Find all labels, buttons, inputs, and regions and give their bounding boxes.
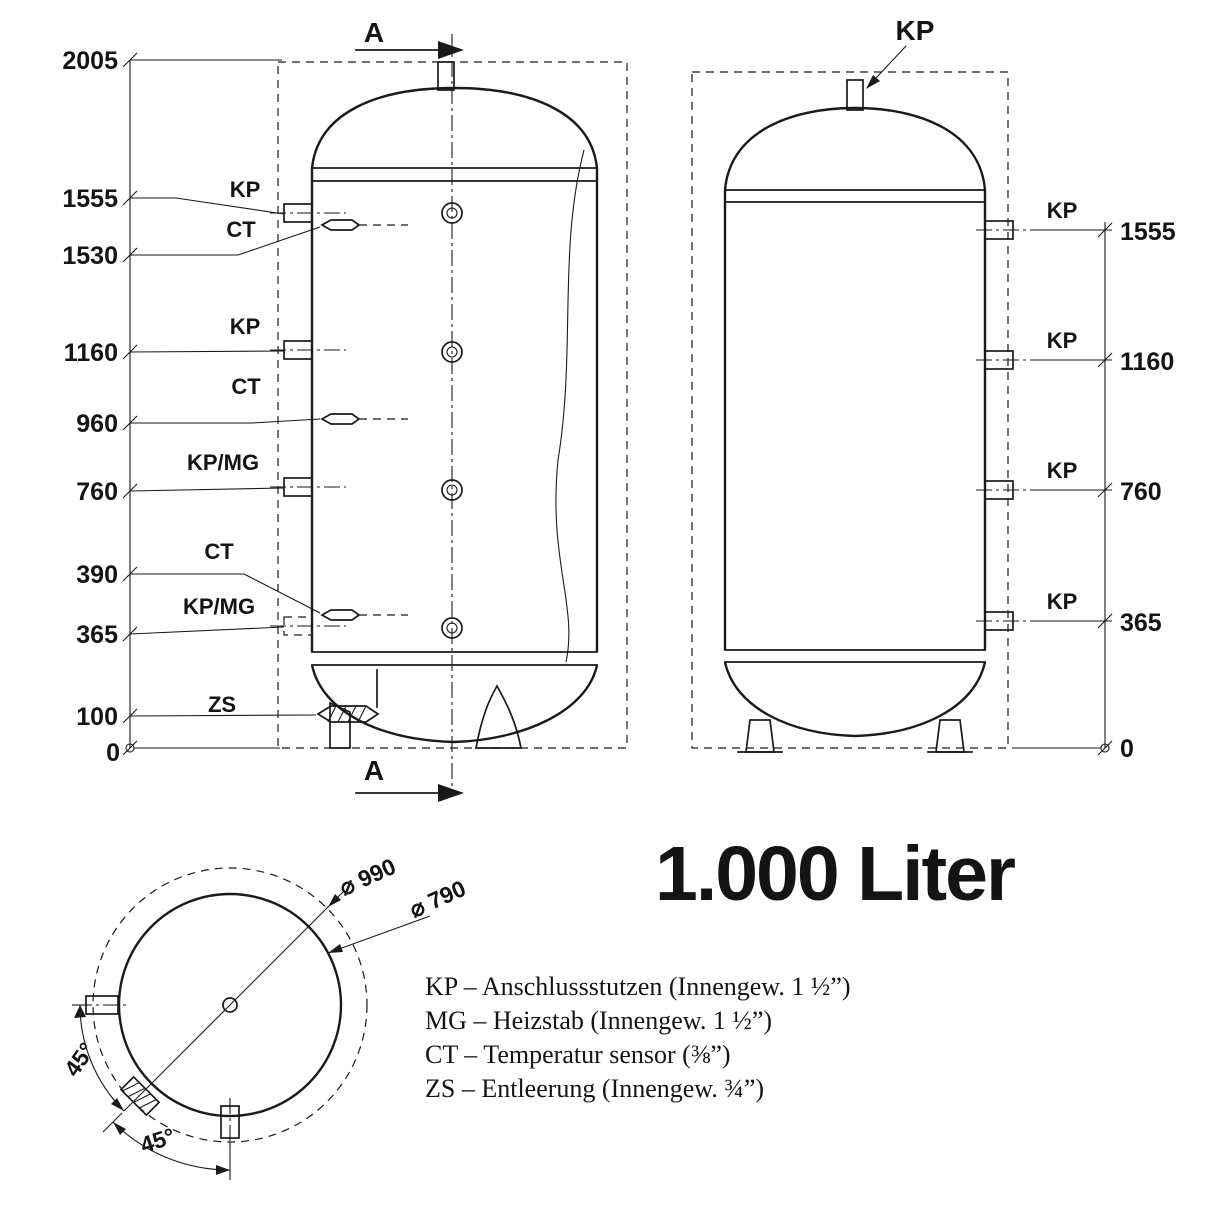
right-dimension-lines — [1012, 222, 1113, 756]
angle-arc-bottom — [112, 1121, 231, 1171]
angle-label-bottom: 45° — [137, 1123, 178, 1158]
arc-arrowhead-icon — [113, 1122, 126, 1135]
section-marker-top: A — [364, 17, 384, 48]
front-section-view: A A 2005 1555 1530 1160 960 760 390 365 … — [62, 17, 628, 802]
legend-line-mg: MG – Heizstab (Innengew. 1 ½”) — [425, 1006, 772, 1035]
diameter-leader-990 — [123, 891, 344, 1112]
port-label-kp-1160: KP — [230, 314, 261, 339]
dim-label-760: 760 — [76, 478, 118, 506]
port-label-kpmg-365: KP/MG — [183, 594, 255, 619]
rear-dim-365: 365 — [1120, 609, 1162, 637]
kp-top-leader — [875, 45, 907, 79]
rear-dim-0: 0 — [1120, 735, 1134, 763]
tank-connections — [270, 202, 463, 723]
dia-outer-label: ⌀ 990 — [335, 853, 399, 901]
tank-outline — [310, 61, 599, 749]
tank-outline-rear — [723, 79, 987, 753]
legend-line-zs: ZS – Entleerung (Innengew. ¾”) — [425, 1074, 764, 1103]
arc-arrowhead-icon — [216, 1165, 230, 1175]
side-stub-diagonal — [119, 1075, 161, 1117]
kp-rear-label-1160: KP — [1047, 328, 1078, 353]
dim-label-1160: 1160 — [64, 339, 118, 367]
kp-top-arrowhead-icon — [866, 75, 880, 89]
arrowhead-790-icon — [328, 944, 343, 953]
legend-line-ct: CT – Temperatur sensor (⅜”) — [425, 1040, 731, 1069]
dim-label-1530: 1530 — [62, 242, 118, 270]
dim-label-2005: 2005 — [62, 47, 118, 75]
ct-sensor-390 — [320, 609, 361, 621]
ct-sensor-960 — [320, 413, 361, 425]
port-label-kp-1555: KP — [230, 177, 261, 202]
diameter-leader-790 — [327, 915, 431, 954]
kp-rear-label-760: KP — [1047, 458, 1078, 483]
section-arrowhead-top-icon — [438, 41, 464, 59]
rear-view: KP KP KP KP KP 1555 1160 760 365 0 — [691, 15, 1176, 763]
rear-dim-760: 760 — [1120, 478, 1162, 506]
port-label-ct-960: CT — [231, 374, 261, 399]
dim-label-100: 100 — [76, 703, 118, 731]
top-view: ⌀ 990 ⌀ 790 45° 45° — [59, 853, 470, 1180]
capacity-title: 1.000 Liter — [655, 831, 1015, 917]
kpmg-port-365 — [283, 616, 313, 636]
port-label-ct-1530: CT — [226, 217, 256, 242]
spec-block: 1.000 Liter KP – Anschlussstutzen (Innen… — [425, 831, 1017, 1103]
dim-label-365: 365 — [76, 621, 118, 649]
center-port — [222, 997, 238, 1013]
left-dimension-lines — [122, 52, 321, 756]
dim-label-1555: 1555 — [62, 185, 118, 213]
insulation-outline-rear — [691, 71, 1009, 749]
dim-label-390: 390 — [76, 561, 118, 589]
kp-rear-label-365: KP — [1047, 589, 1078, 614]
arrowhead-990-icon — [328, 894, 341, 907]
rear-dim-1555: 1555 — [1120, 218, 1176, 246]
section-marker-bottom: A — [364, 755, 384, 786]
dim-label-960: 960 — [76, 410, 118, 438]
arc-arrowhead-icon — [111, 1098, 124, 1111]
arc-arrowhead-icon — [74, 1005, 86, 1018]
port-label-ct-390: CT — [204, 539, 234, 564]
angle-label-left: 45° — [59, 1038, 100, 1081]
kp-top-label: KP — [896, 15, 935, 46]
rear-connections — [976, 220, 1032, 631]
rear-dim-1160: 1160 — [1120, 348, 1174, 376]
port-label-kpmg-760: KP/MG — [187, 450, 259, 475]
dim-label-0: 0 — [106, 739, 120, 767]
legend-line-kp: KP – Anschlussstutzen (Innengew. 1 ½”) — [425, 972, 851, 1001]
section-arrowhead-bottom-icon — [438, 784, 464, 802]
port-label-zs-100: ZS — [208, 692, 236, 717]
ct-sensor-1530 — [320, 219, 361, 231]
kp-rear-label-1555: KP — [1047, 198, 1078, 223]
dia-inner-label: ⌀ 790 — [405, 875, 469, 923]
zs-drain-100 — [316, 705, 380, 723]
